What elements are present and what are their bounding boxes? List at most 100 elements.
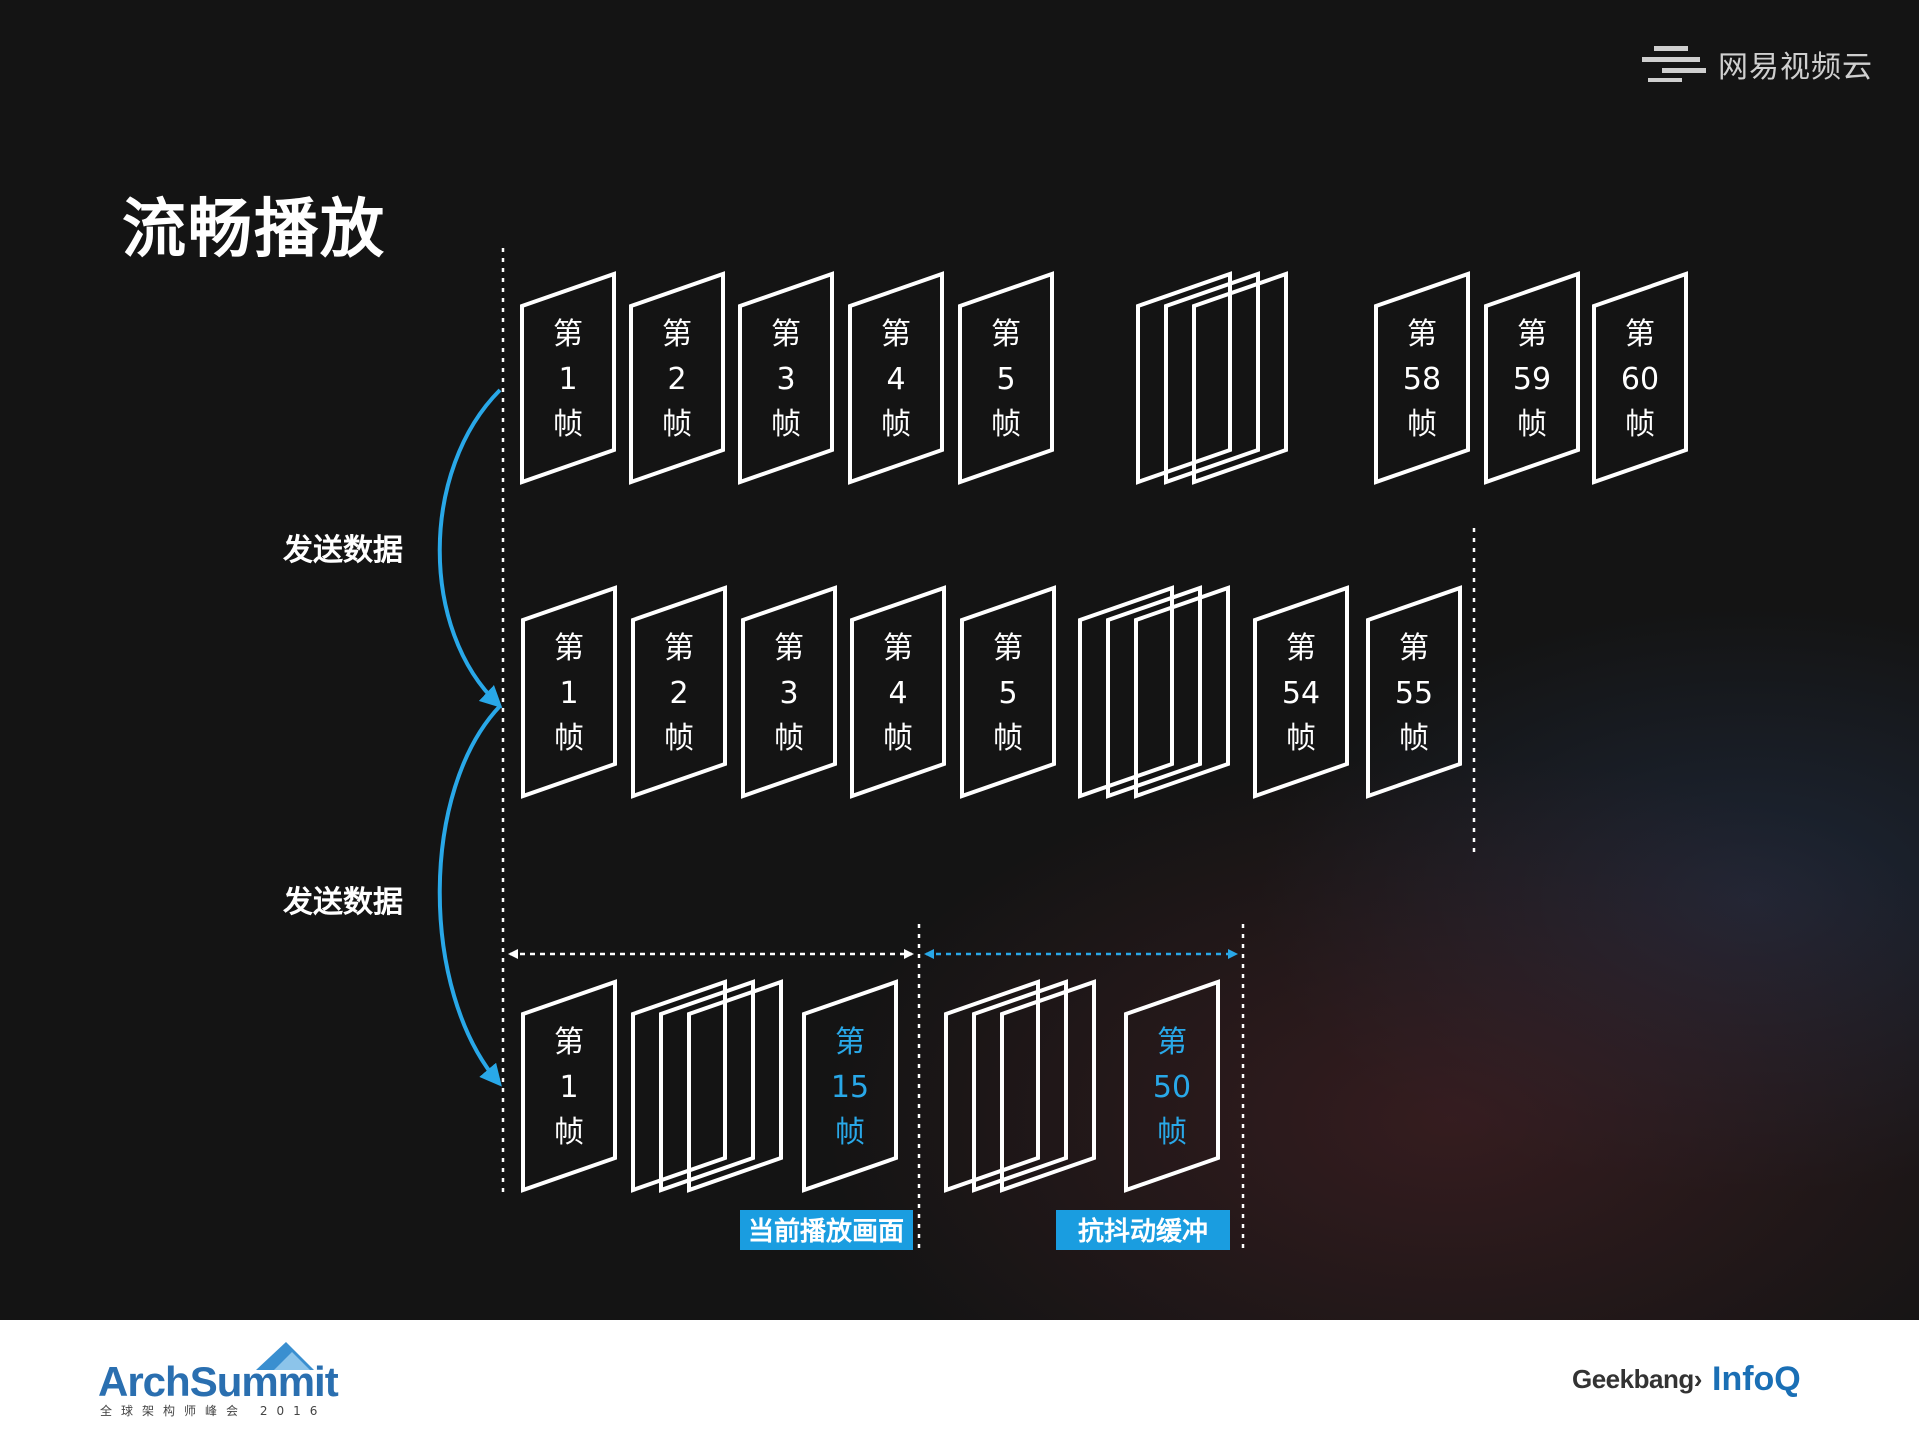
- send-label-2: 发送数据: [282, 885, 403, 920]
- frame-stack-card: [1078, 585, 1174, 799]
- frame-label: 帧: [991, 407, 1021, 442]
- frame-label: 60: [1621, 362, 1659, 397]
- frame-card: [629, 271, 725, 485]
- frame-label: 54: [1282, 676, 1320, 711]
- frame-card: [1592, 271, 1688, 485]
- frame-label: 5: [996, 362, 1015, 397]
- frame-card: [520, 271, 616, 485]
- frame-stack-card: [972, 979, 1068, 1193]
- frame-label: 帧: [881, 407, 911, 442]
- slide-title: 流畅播放: [122, 193, 386, 267]
- frame-stack-card: [659, 979, 755, 1193]
- geekbang-logo: Geekbang›: [1572, 1364, 1702, 1394]
- frame-label: 第: [553, 317, 583, 352]
- frame-label: 58: [1403, 362, 1441, 397]
- frame-card: [1253, 585, 1349, 799]
- frame-label: 第: [1399, 631, 1429, 666]
- frame-label: 第: [881, 317, 911, 352]
- frame-label: 帧: [664, 721, 694, 756]
- frame-label: 帧: [553, 407, 583, 442]
- frame-label: 第: [991, 317, 1021, 352]
- frame-label: 55: [1395, 676, 1433, 711]
- frame-label: 第: [1286, 631, 1316, 666]
- frame-label: 帧: [883, 721, 913, 756]
- frame-label: 3: [776, 362, 795, 397]
- frame-label: 帧: [1407, 407, 1437, 442]
- tag-buffer-label: 抗抖动缓冲: [1078, 1216, 1208, 1247]
- frame-stack-card: [1134, 585, 1230, 799]
- frame-label: 第: [1157, 1025, 1187, 1060]
- frame-stack-card: [1192, 271, 1288, 485]
- frame-label: 3: [779, 676, 798, 711]
- frame-card: [741, 585, 837, 799]
- frame-card: [521, 979, 617, 1193]
- frame-label: 帧: [662, 407, 692, 442]
- frame-buffer-diagram: 发送数据 发送数据 第1帧第2帧第3帧第4帧第5帧第58帧第59帧第60帧第1帧…: [282, 248, 1688, 1250]
- frame-stack-card: [687, 979, 783, 1193]
- tag-buffer-bg: [1056, 1210, 1230, 1250]
- frame-label: 帧: [1286, 721, 1316, 756]
- frame-label: 50: [1153, 1070, 1191, 1105]
- frame-label: 59: [1513, 362, 1551, 397]
- frame-card: [958, 271, 1054, 485]
- frame-stack-card: [631, 979, 727, 1193]
- frame-label: 4: [886, 362, 905, 397]
- send-arrow-1: [437, 388, 503, 709]
- frame-card: [960, 585, 1056, 799]
- frame-card: [1124, 979, 1220, 1193]
- frame-row-3: 第 1 帧 第 15 帧 第 50 帧: [521, 979, 1220, 1193]
- send-arrow-2: [437, 704, 502, 1087]
- frame-label: 帧: [835, 1115, 865, 1150]
- frame-stack-card: [1164, 271, 1260, 485]
- frame-label: 第: [1517, 317, 1547, 352]
- frame-label: 第: [554, 1025, 584, 1060]
- frame-label: 2: [669, 676, 688, 711]
- frame-stack-card: [1106, 585, 1202, 799]
- tag-current-label: 当前播放画面: [748, 1216, 904, 1247]
- frame-card: [1366, 585, 1462, 799]
- slide-background: [0, 0, 1919, 1320]
- frame-label: 帧: [554, 1115, 584, 1150]
- archsummit-subtitle: 全球架构师峰会 2016: [100, 1404, 327, 1418]
- frame-label: 第: [554, 631, 584, 666]
- frame-label: 帧: [1157, 1115, 1187, 1150]
- frame-card: [738, 271, 834, 485]
- frame-card: [850, 585, 946, 799]
- brand-name: 网易视频云: [1718, 50, 1873, 85]
- frame-label: 1: [559, 676, 578, 711]
- frame-rows: 第1帧第2帧第3帧第4帧第5帧第58帧第59帧第60帧第1帧第2帧第3帧第4帧第…: [520, 271, 1688, 1193]
- frame-label: 第: [993, 631, 1023, 666]
- frame-label: 帧: [554, 721, 584, 756]
- frame-label: 帧: [774, 721, 804, 756]
- frame-label: 帧: [993, 721, 1023, 756]
- frame-label: 帧: [771, 407, 801, 442]
- frame-card: [521, 585, 617, 799]
- frame-label: 第: [835, 1025, 865, 1060]
- frame-stack-card: [1000, 979, 1096, 1193]
- frame-label: 4: [888, 676, 907, 711]
- frame-label: 第: [883, 631, 913, 666]
- footer-bar: [0, 1320, 1919, 1439]
- frame-label: 第: [664, 631, 694, 666]
- frame-label: 第: [774, 631, 804, 666]
- frame-card: [848, 271, 944, 485]
- frame-card: [1484, 271, 1580, 485]
- frame-label: 第: [1407, 317, 1437, 352]
- frame-card: [802, 979, 898, 1193]
- frame-card: [1374, 271, 1470, 485]
- frame-stack-card: [1136, 271, 1232, 485]
- netease-cloud-logo-icon: [1642, 46, 1706, 82]
- frame-stack-card: [944, 979, 1040, 1193]
- archsummit-mountain-icon: [256, 1342, 314, 1370]
- archsummit-logo: ArchSummit: [98, 1358, 339, 1405]
- frame-label: 1: [558, 362, 577, 397]
- frame-label: 15: [831, 1070, 869, 1105]
- frame-label: 帧: [1625, 407, 1655, 442]
- frame-label: 帧: [1399, 721, 1429, 756]
- frame-label: 2: [667, 362, 686, 397]
- frame-label: 1: [559, 1070, 578, 1105]
- send-label-1: 发送数据: [282, 533, 403, 568]
